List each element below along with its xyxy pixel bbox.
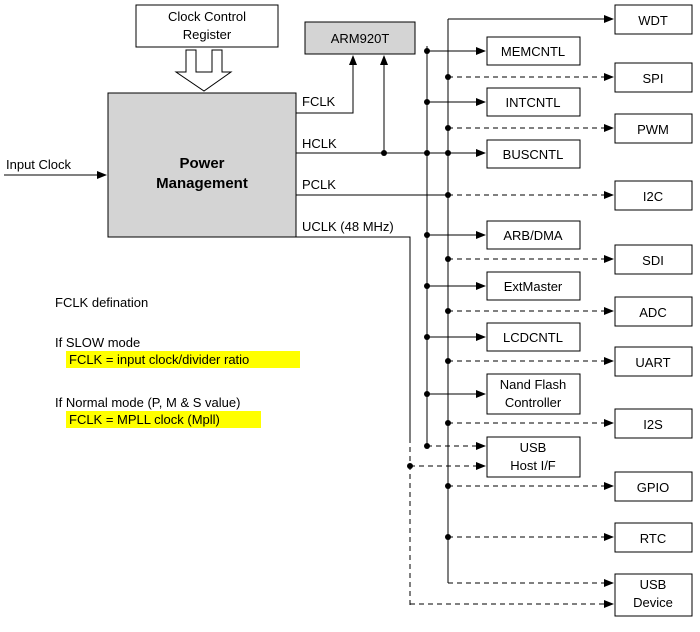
ahb-block-intcntl: INTCNTL (486, 87, 581, 117)
ahb-block-buscntl: BUSCNTL (486, 139, 581, 169)
uclk-label: UCLK (48 MHz) (302, 219, 394, 234)
spi-label: SPI (643, 71, 664, 86)
junction-dot (424, 283, 430, 289)
fclk-definition-title: FCLK defination (55, 295, 148, 310)
normal-mode-label: If Normal mode (P, M & S value) (55, 395, 240, 410)
junction-dot (424, 99, 430, 105)
junction-dot (424, 443, 430, 449)
register-to-pm-arrow (174, 49, 233, 92)
arb-dma-label: ARB/DMA (503, 228, 563, 243)
ahb-block-memcntl: MEMCNTL (486, 36, 581, 66)
usb-host-label-2: Host I/F (510, 458, 556, 473)
apb-block-rtc: RTC (614, 522, 693, 553)
pwm-label: PWM (637, 122, 669, 137)
sdi-label: SDI (642, 253, 664, 268)
apb-block-i2s: I2S (614, 408, 693, 439)
usb-device-label-2: Device (633, 595, 673, 610)
junction-dot (445, 256, 451, 262)
adc-label: ADC (639, 305, 666, 320)
gpio-label: GPIO (637, 480, 670, 495)
uclk-line (296, 236, 411, 438)
junction-dot (445, 125, 451, 131)
extmaster-label: ExtMaster (504, 279, 563, 294)
hclk-label: HCLK (302, 136, 337, 151)
junction-dot (445, 192, 451, 198)
clock-control-register-label-1: Clock Control (168, 9, 246, 24)
apb-block-i2c: I2C (614, 180, 693, 211)
arm920t-label: ARM920T (331, 31, 390, 46)
fclk-notes: FCLK defination If SLOW mode FCLK = inpu… (55, 295, 300, 428)
i2c-label: I2C (643, 189, 663, 204)
power-management-block: Power Management (107, 92, 297, 238)
lcdcntl-label: LCDCNTL (503, 330, 563, 345)
apb-block-pwm: PWM (614, 113, 693, 144)
slow-mode-formula: FCLK = input clock/divider ratio (69, 352, 249, 367)
junction-dot (445, 420, 451, 426)
apb-block-spi: SPI (614, 62, 693, 93)
fclk-line (296, 55, 357, 114)
hclk-junction-dot (381, 150, 387, 156)
power-management-label-1: Power (179, 155, 224, 172)
ahb-block-extmaster: ExtMaster (486, 271, 581, 301)
ahb-block-nand-flash: Nand Flash Controller (486, 373, 581, 415)
nand-flash-label-1: Nand Flash (500, 377, 566, 392)
apb-block-sdi: SDI (614, 244, 693, 275)
ahb-block-lcdcntl: LCDCNTL (486, 322, 581, 352)
fclk-label: FCLK (302, 94, 336, 109)
normal-formula-highlight (66, 411, 261, 428)
junction-dot (445, 358, 451, 364)
apb-block-usb-device: USB Device (614, 573, 693, 617)
ahb-block-usb-host: USB Host I/F (486, 436, 581, 478)
junction-dot (445, 534, 451, 540)
junction-dot (424, 391, 430, 397)
slow-formula-highlight (66, 351, 300, 368)
memcntl-label: MEMCNTL (501, 44, 565, 59)
junction-dot (445, 74, 451, 80)
pclk-label: PCLK (302, 177, 336, 192)
buscntl-label: BUSCNTL (503, 147, 564, 162)
rtc-label: RTC (640, 531, 666, 546)
nand-flash-label-2: Controller (505, 395, 562, 410)
normal-mode-formula: FCLK = MPLL clock (Mpll) (69, 412, 220, 427)
junction-dot (424, 48, 430, 54)
junction-dot (445, 150, 451, 156)
junction-dot (424, 232, 430, 238)
apb-block-adc: ADC (614, 296, 693, 327)
intcntl-label: INTCNTL (506, 95, 561, 110)
i2s-label: I2S (643, 417, 663, 432)
apb-block-uart: UART (614, 346, 693, 377)
junction-dot (424, 334, 430, 340)
slow-mode-label: If SLOW mode (55, 335, 140, 350)
clock-control-register-label-2: Register (183, 27, 232, 42)
input-clock-label: Input Clock (6, 157, 72, 172)
ahb-block-arb-dma: ARB/DMA (486, 220, 581, 250)
power-management-label-2: Management (156, 175, 248, 192)
clock-control-register: Clock Control Register (135, 4, 279, 48)
usb-device-label-1: USB (640, 577, 667, 592)
junction-dot (445, 308, 451, 314)
junction-dot (424, 150, 430, 156)
arm920t-block: ARM920T (304, 21, 416, 55)
junction-dot (445, 483, 451, 489)
apb-block-wdt: WDT (614, 4, 693, 35)
wdt-label: WDT (638, 13, 668, 28)
uart-label: UART (635, 355, 670, 370)
apb-block-gpio: GPIO (614, 471, 693, 502)
usb-host-label-1: USB (520, 440, 547, 455)
